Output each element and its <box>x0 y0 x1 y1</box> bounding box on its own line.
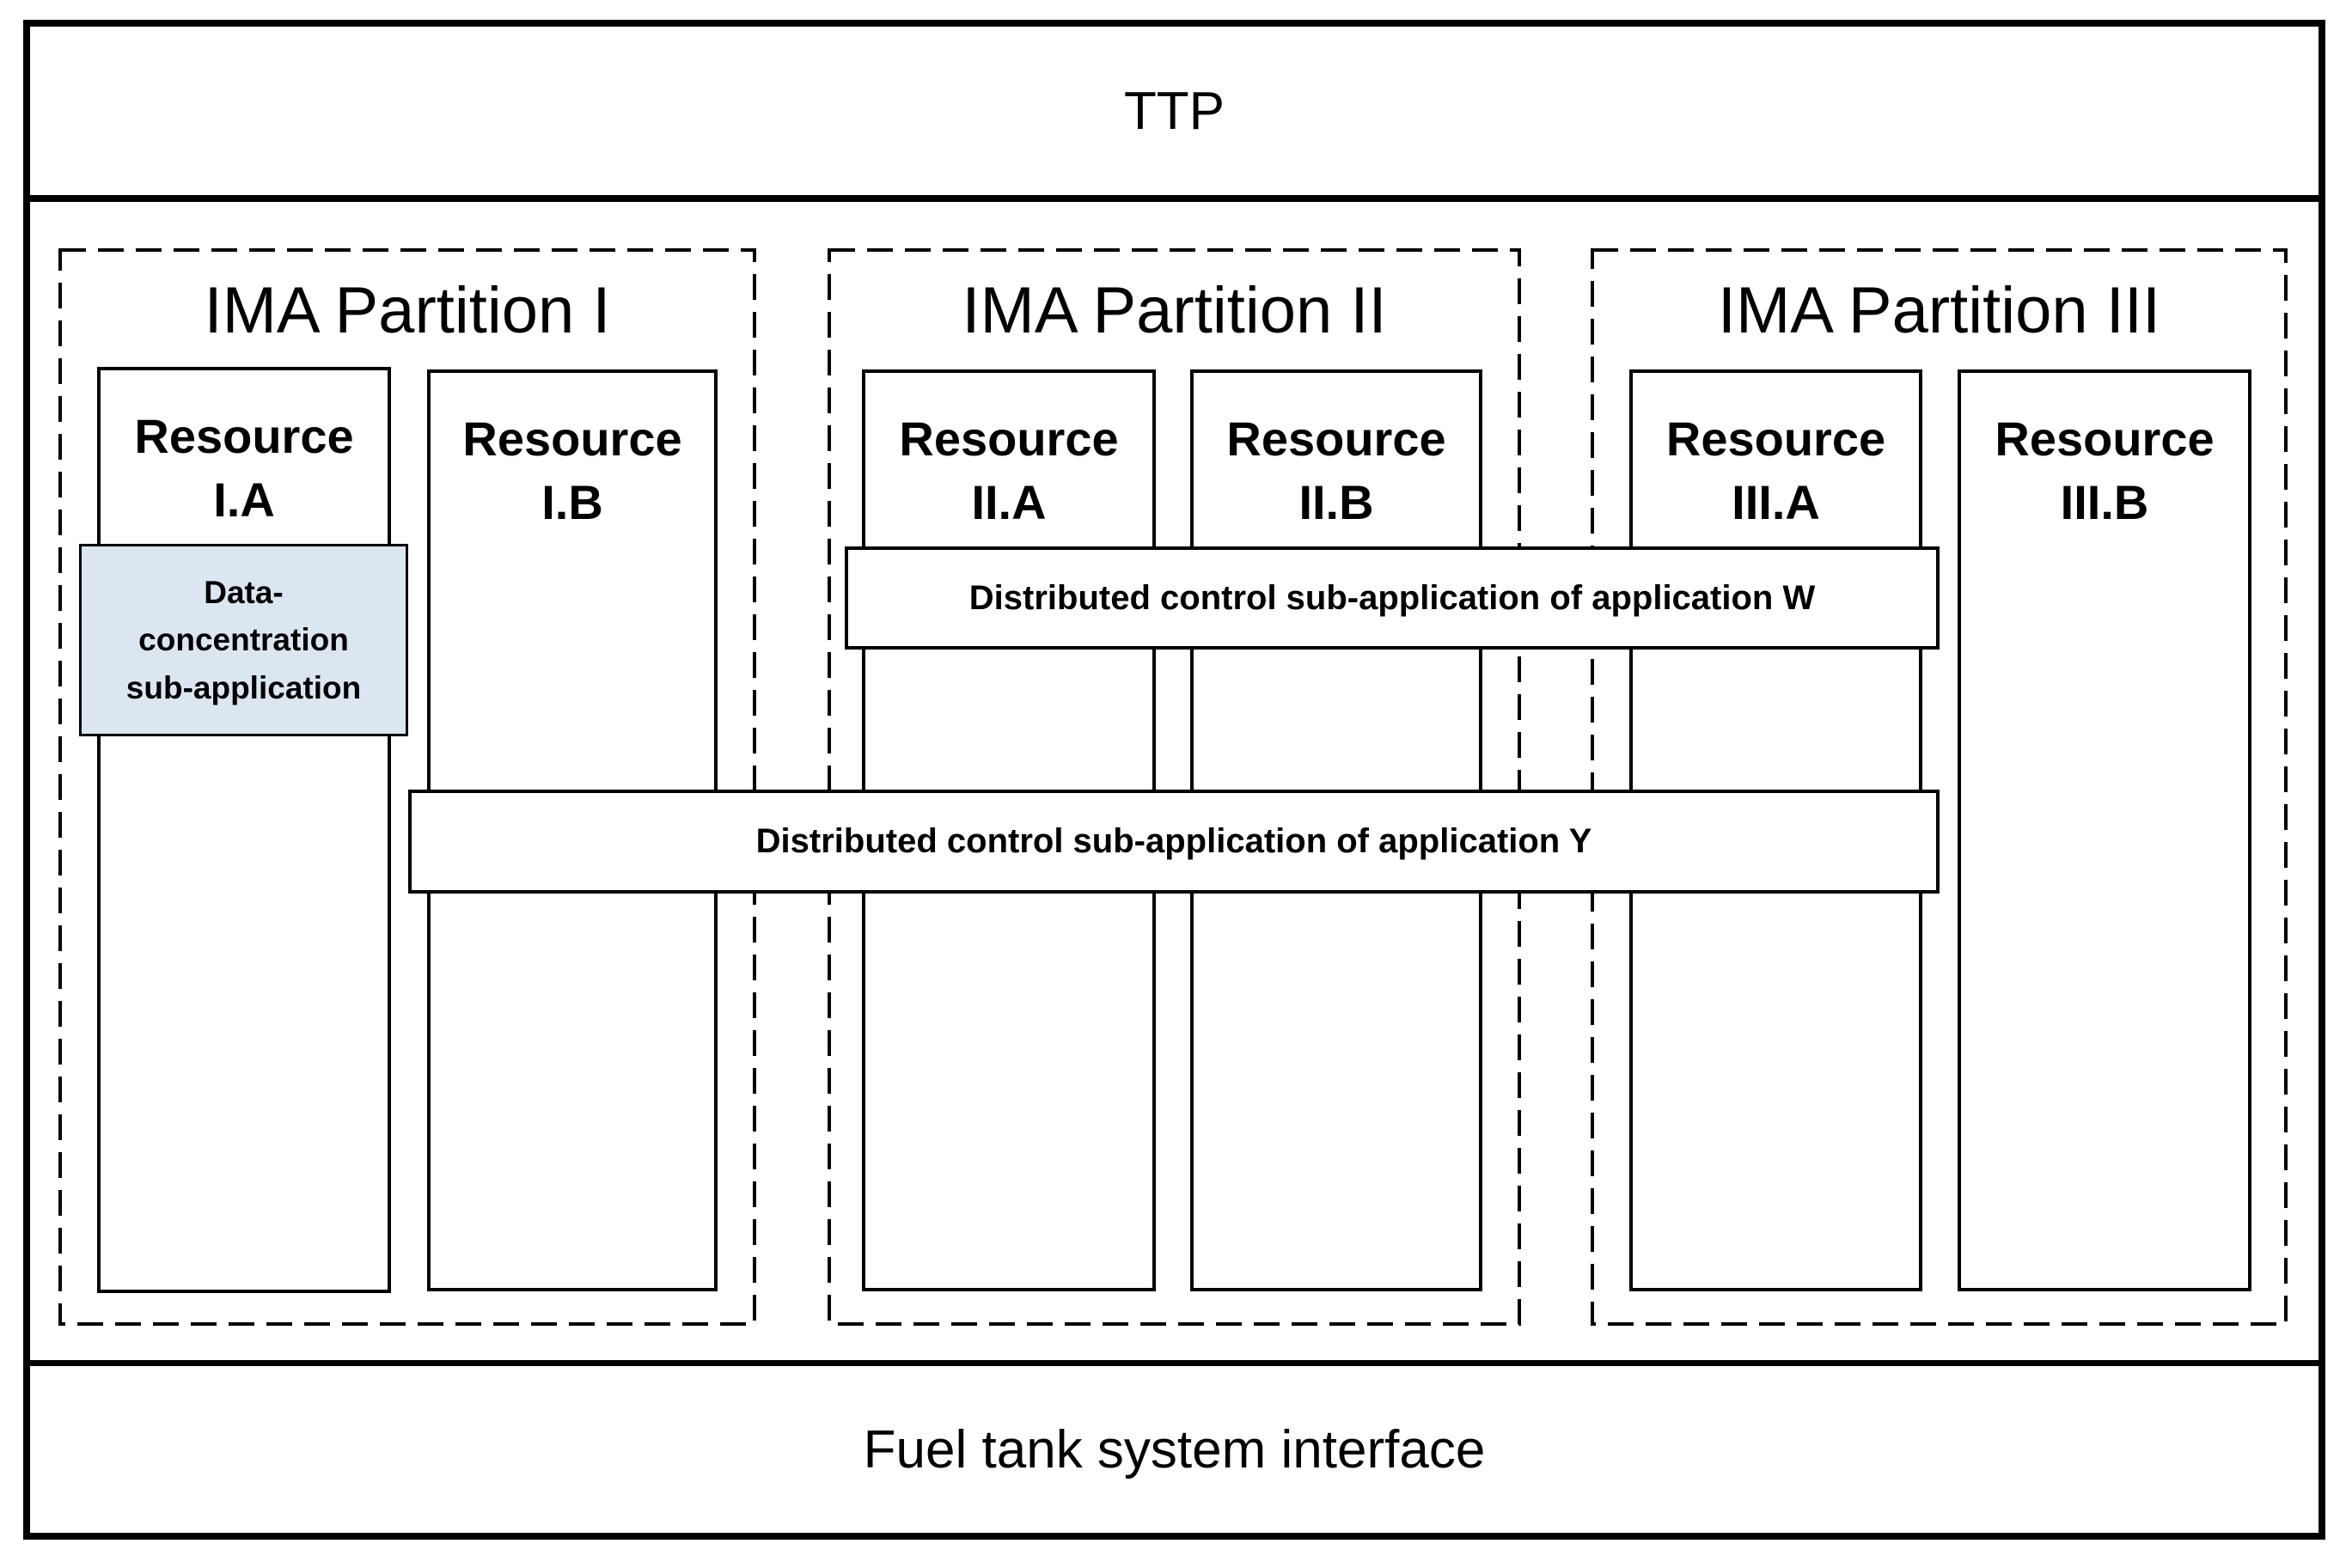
resource-iiib-label-line2: III.B <box>2060 474 2149 529</box>
resource-iia-label-line2: II.A <box>971 474 1047 529</box>
application-w-label: Distributed control sub-application of a… <box>968 578 1816 617</box>
resource-ia: Resource I.A <box>97 367 391 1293</box>
distributed-control-application-w-bar: Distributed control sub-application of a… <box>845 546 1940 650</box>
partition-3-border <box>1591 248 2288 1326</box>
ttp-bar: TTP <box>30 27 2319 195</box>
application-y-label: Distributed control sub-application of a… <box>755 822 1592 860</box>
partition-2-border <box>828 248 1521 1326</box>
resource-ia-label-line2: I.A <box>213 472 275 527</box>
fuel-tank-system-interface-bar: Fuel tank system interface <box>30 1366 2319 1533</box>
resource-iiia-label-line1: Resource <box>1665 412 1886 466</box>
resource-iiia-label-line2: III.A <box>1732 474 1820 529</box>
data-concentration-line2: concentration <box>138 622 349 658</box>
resource-iib-label-line1: Resource <box>1226 412 1446 466</box>
resource-iia-label-line1: Resource <box>899 412 1119 466</box>
partition-3-title: IMA Partition III <box>1717 274 2161 347</box>
fuel-interface-divider-line <box>23 1360 2325 1366</box>
resource-iiib-label-line1: Resource <box>1995 412 2215 466</box>
ttp-label: TTP <box>1123 81 1225 141</box>
distributed-control-application-y-bar: Distributed control sub-application of a… <box>408 790 1940 894</box>
partition-2-title: IMA Partition II <box>962 274 1387 347</box>
outer-frame <box>23 20 2325 1540</box>
resource-ia-label-line1: Resource <box>134 409 354 463</box>
resource-iib-label-line2: II.B <box>1298 474 1374 529</box>
resource-ib-label-line2: I.B <box>541 474 603 529</box>
data-concentration-line1: Data- <box>204 574 284 610</box>
data-concentration-line3: sub-application <box>125 669 362 705</box>
partition-1-border <box>58 248 756 1326</box>
data-concentration-sub-application-box: Data- concentration sub-application <box>79 544 408 736</box>
ttp-divider-line <box>23 195 2325 202</box>
resource-ib-label-line1: Resource <box>462 412 682 466</box>
resource-iiib: Resource III.B <box>1958 369 2251 1291</box>
partition-1-title: IMA Partition I <box>204 274 611 347</box>
fuel-tank-system-interface-label: Fuel tank system interface <box>863 1419 1486 1480</box>
